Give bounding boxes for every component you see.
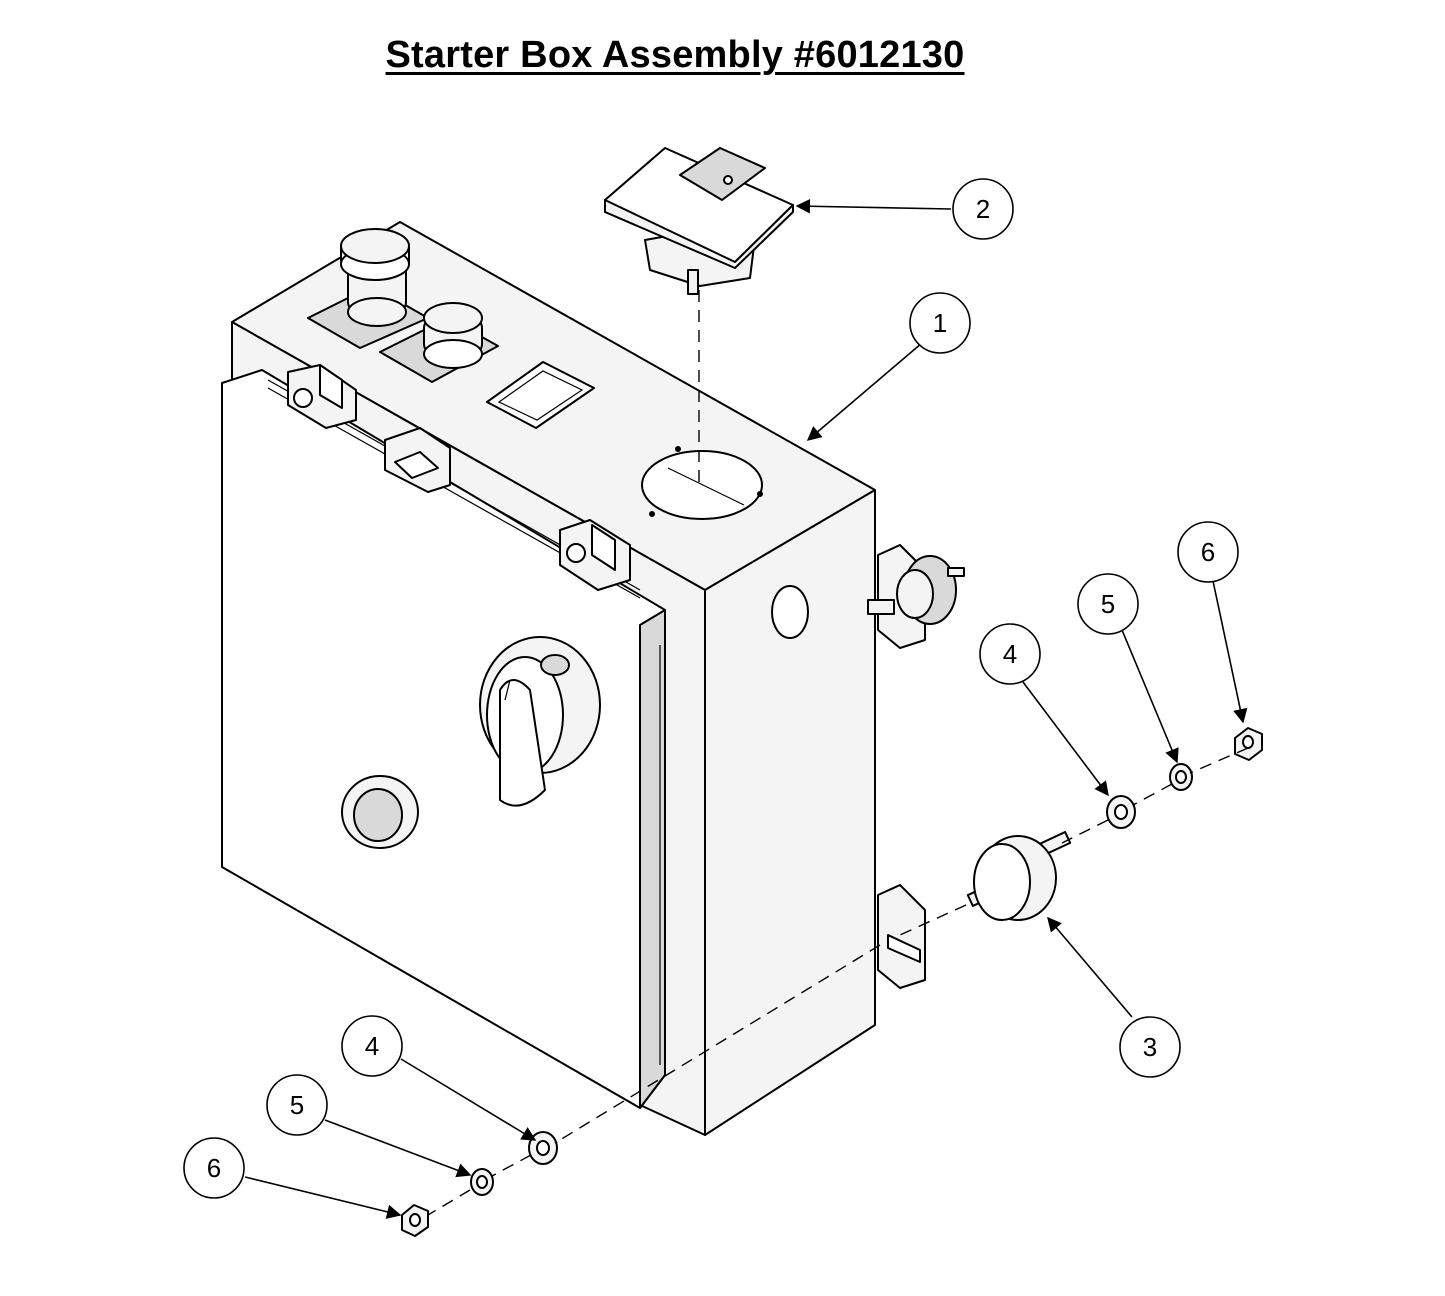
callout-3: 3 xyxy=(1119,1016,1181,1078)
callout-2: 2 xyxy=(952,178,1014,240)
lock-washer-bottom xyxy=(470,1168,494,1196)
nut-bottom xyxy=(401,1204,429,1237)
callout-6-right-label: 6 xyxy=(1201,537,1215,567)
callout-5-right: 5 xyxy=(1077,573,1139,635)
callout-2-label: 2 xyxy=(976,194,990,224)
callout-5-bottom: 5 xyxy=(266,1074,328,1136)
callout-4-right: 4 xyxy=(979,623,1041,685)
enclosure xyxy=(221,221,965,1136)
callout-1: 1 xyxy=(909,292,971,354)
washer-bottom xyxy=(528,1131,558,1165)
cover-plate xyxy=(604,147,794,295)
callout-3-label: 3 xyxy=(1143,1032,1157,1062)
callout-6-right: 6 xyxy=(1177,521,1239,583)
callout-1-label: 1 xyxy=(933,308,947,338)
page-title: Starter Box Assembly #6012130 xyxy=(385,34,965,76)
callout-6-bottom-label: 6 xyxy=(207,1153,221,1183)
vibration-mount xyxy=(966,830,1072,921)
callout-5-right-label: 5 xyxy=(1101,589,1115,619)
lock-washer-right xyxy=(1169,763,1193,791)
callout-4-bottom-label: 4 xyxy=(365,1031,379,1061)
assembly-lines xyxy=(427,290,1249,1216)
callout-4-right-label: 4 xyxy=(1003,639,1017,669)
callout-6-bottom: 6 xyxy=(183,1137,245,1199)
washer-right xyxy=(1106,795,1136,829)
nut-right xyxy=(1234,727,1263,761)
callout-4-bottom: 4 xyxy=(341,1015,403,1077)
callout-5-bottom-label: 5 xyxy=(290,1090,304,1120)
callout-leaders xyxy=(244,199,1248,1219)
